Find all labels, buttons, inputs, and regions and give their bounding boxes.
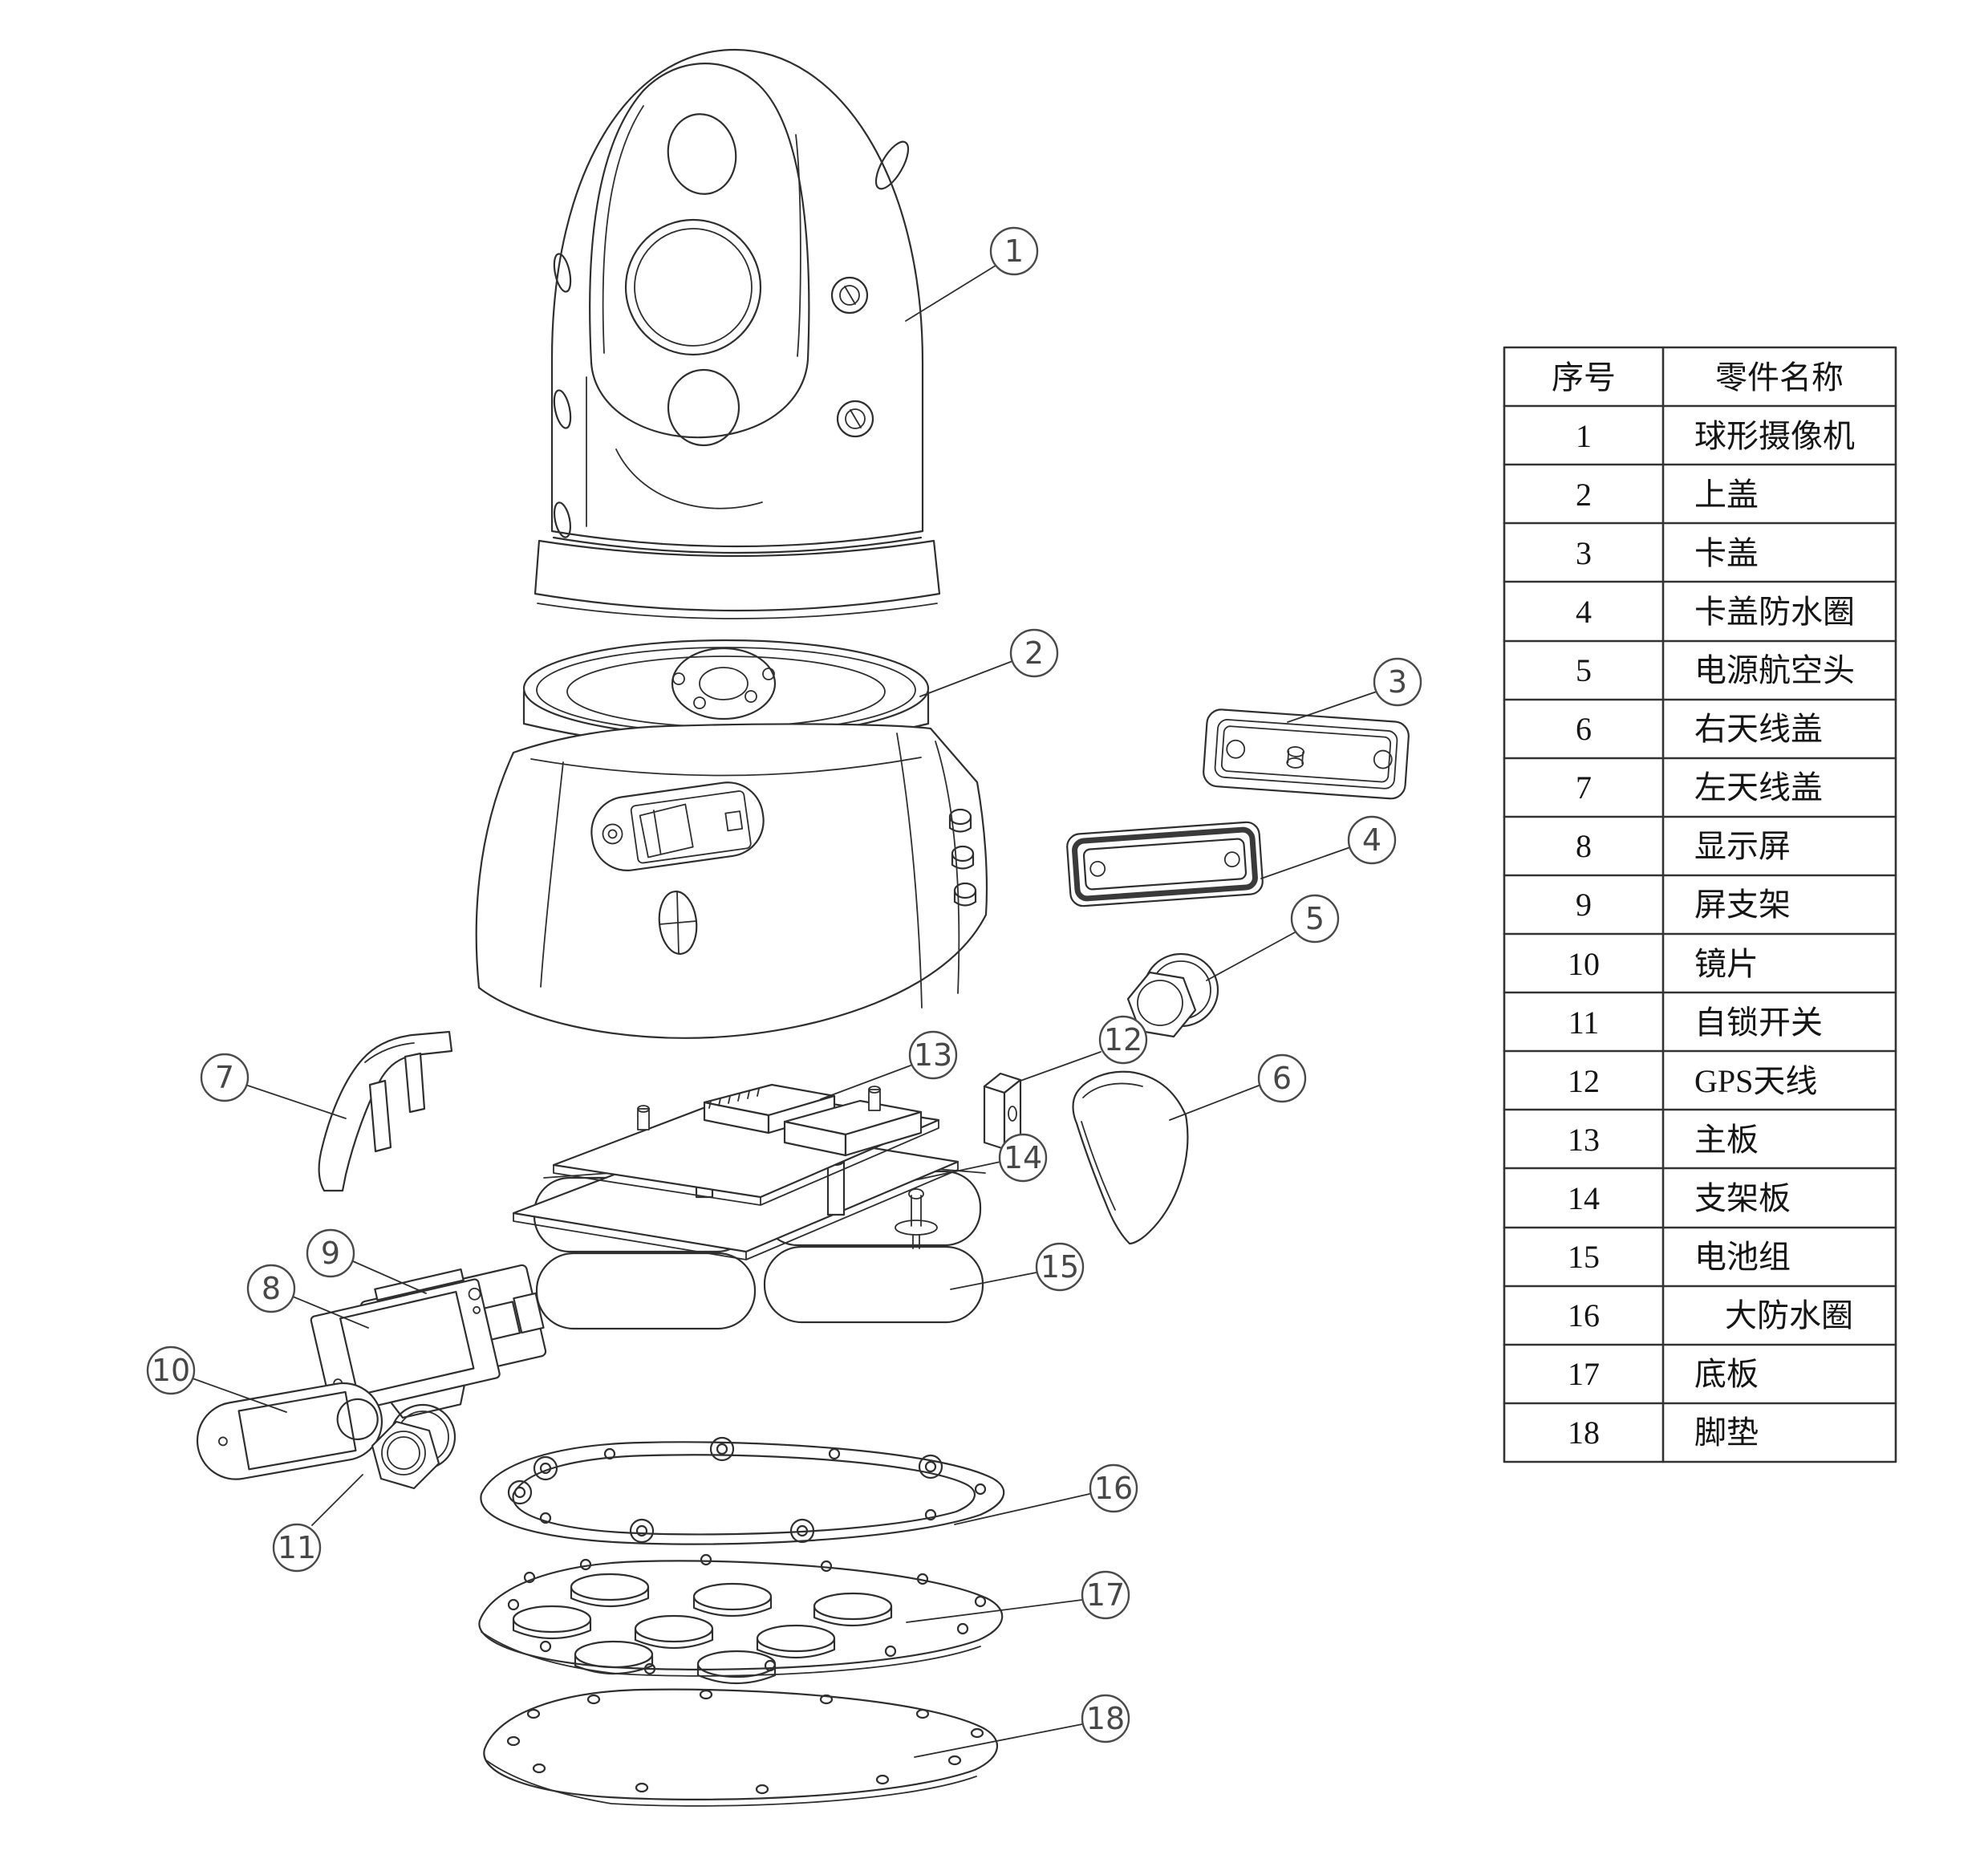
callout-3: 3 [1373, 657, 1422, 707]
row-9-name: 屏支架 [1694, 887, 1791, 923]
row-13-no: 13 [1568, 1122, 1600, 1158]
parts-table: 序号 零件名称 1 球形摄像机 2 上盖 3 卡盖 4 卡盖防水圈 5 电源航空… [1503, 346, 1897, 1463]
svg-text:18: 18 [1086, 1701, 1125, 1736]
table-header-name: 零件名称 [1715, 359, 1844, 396]
part-11-self-locking-switch [371, 1403, 456, 1490]
part-7-left-antenna-cover [318, 1030, 453, 1192]
svg-text:15: 15 [1041, 1249, 1079, 1285]
svg-text:5: 5 [1305, 901, 1325, 936]
callout-8: 8 [246, 1264, 296, 1313]
callout-7: 7 [200, 1053, 250, 1102]
svg-text:11: 11 [278, 1530, 316, 1565]
row-3-name: 卡盖 [1694, 535, 1759, 571]
part-8-display-screen [310, 1278, 521, 1419]
part-4-waterproof-ring [1066, 821, 1264, 907]
callout-13: 13 [908, 1030, 958, 1080]
svg-text:4: 4 [1362, 822, 1381, 858]
row-16-no: 16 [1568, 1297, 1600, 1333]
part-10-lens [196, 1382, 383, 1480]
row-14-name: 支架板 [1694, 1180, 1791, 1216]
svg-text:1: 1 [1004, 233, 1024, 269]
callout-18: 18 [1081, 1694, 1130, 1743]
row-3-no: 3 [1576, 535, 1592, 571]
row-9-no: 9 [1576, 887, 1592, 923]
part-2-top-cover [475, 639, 988, 1039]
row-8-name: 显示屏 [1694, 828, 1791, 864]
row-8-no: 8 [1576, 828, 1592, 864]
part-16-big-waterproof-ring [480, 1436, 1005, 1545]
svg-text:6: 6 [1272, 1061, 1292, 1096]
row-5-no: 5 [1576, 652, 1592, 688]
row-17-name: 底板 [1694, 1356, 1759, 1392]
row-7-name: 左天线盖 [1694, 769, 1823, 806]
table-header-no: 序号 [1552, 359, 1616, 396]
svg-text:7: 7 [215, 1060, 234, 1095]
part-6-right-antenna-cover [1072, 1070, 1189, 1245]
callout-11: 11 [272, 1523, 322, 1573]
row-11-name: 自锁开关 [1694, 1005, 1823, 1041]
row-12-no: 12 [1568, 1063, 1600, 1099]
part-1-ball-camera [534, 48, 941, 619]
part-3-card-cover [1203, 708, 1410, 800]
callout-10: 10 [146, 1346, 196, 1395]
svg-text:16: 16 [1094, 1471, 1133, 1506]
callout-17: 17 [1081, 1570, 1130, 1620]
row-2-no: 2 [1576, 477, 1592, 513]
part-17-bottom-plate [478, 1553, 1004, 1685]
row-4-name: 卡盖防水圈 [1694, 594, 1855, 630]
callout-1: 1 [989, 226, 1039, 276]
svg-text:14: 14 [1004, 1140, 1042, 1175]
row-15-name: 电池组 [1694, 1239, 1791, 1275]
row-18-name: 脚垫 [1694, 1415, 1759, 1451]
part-12-gps-antenna [983, 1072, 1022, 1151]
row-5-name: 电源航空头 [1694, 652, 1855, 688]
callout-14: 14 [998, 1133, 1048, 1183]
callouts: 1 2 3 4 5 6 7 8 9 10 11 12 13 14 15 16 1… [146, 226, 1422, 1743]
card-slot-recess [590, 781, 765, 871]
svg-text:3: 3 [1388, 664, 1407, 700]
part-5-power-connector [1126, 952, 1219, 1038]
callout-16: 16 [1089, 1463, 1138, 1513]
callout-2: 2 [1009, 628, 1059, 678]
row-11-no: 11 [1568, 1005, 1600, 1041]
row-10-name: 镜片 [1694, 946, 1759, 982]
row-10-no: 10 [1568, 946, 1600, 982]
svg-text:10: 10 [152, 1353, 190, 1388]
antenna-mount-bosses [948, 808, 977, 907]
svg-text:2: 2 [1024, 635, 1044, 671]
callout-15: 15 [1035, 1242, 1085, 1292]
row-17-no: 17 [1568, 1356, 1600, 1392]
row-18-no: 18 [1568, 1415, 1600, 1451]
row-12-name: GPS天线 [1694, 1063, 1817, 1099]
row-7-no: 7 [1576, 769, 1592, 806]
svg-text:8: 8 [262, 1271, 281, 1306]
leader-lines [192, 265, 1377, 1758]
svg-text:13: 13 [914, 1037, 952, 1073]
row-13-name: 主板 [1694, 1122, 1759, 1158]
callout-9: 9 [306, 1228, 355, 1278]
callout-5: 5 [1290, 894, 1340, 944]
part-13-main-board [552, 1083, 940, 1206]
callout-12: 12 [1098, 1015, 1148, 1065]
callout-4: 4 [1347, 815, 1397, 865]
row-6-no: 6 [1576, 711, 1592, 747]
row-1-name: 球形摄像机 [1694, 418, 1855, 454]
row-15-no: 15 [1568, 1239, 1600, 1275]
part-18-foot-pad [483, 1688, 998, 1807]
svg-text:17: 17 [1086, 1577, 1125, 1613]
row-1-no: 1 [1576, 418, 1592, 454]
svg-text:12: 12 [1104, 1022, 1142, 1057]
callout-6: 6 [1257, 1053, 1307, 1103]
row-16-name: 大防水圈 [1725, 1297, 1853, 1333]
shield-can [783, 1099, 923, 1157]
row-2-name: 上盖 [1694, 477, 1759, 513]
row-14-no: 14 [1568, 1180, 1600, 1216]
row-6-name: 右天线盖 [1694, 711, 1823, 747]
svg-text:9: 9 [321, 1236, 340, 1271]
row-4-no: 4 [1576, 594, 1592, 630]
